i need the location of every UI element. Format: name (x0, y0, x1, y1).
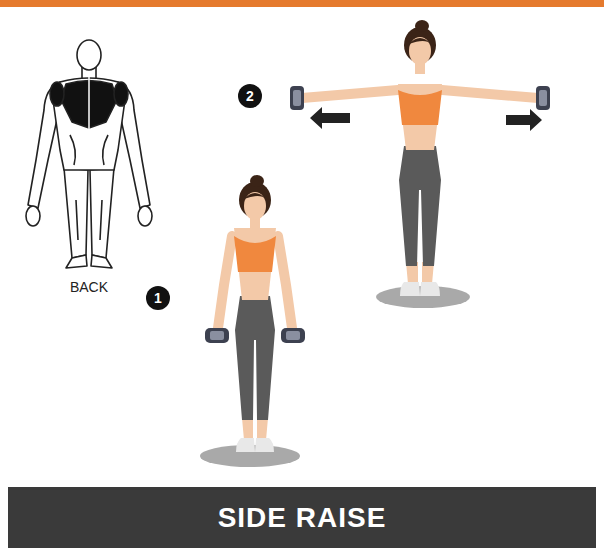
woman-arms-raised-part (409, 38, 431, 44)
woman-arms-raised-part (310, 107, 350, 129)
woman-arms-down-part (234, 228, 276, 300)
woman-arms-down (200, 175, 305, 467)
woman-arms-down-part (281, 328, 305, 343)
muscle-chart-part (88, 72, 90, 168)
woman-arms-raised-part (293, 90, 301, 106)
woman-arms-down-part (278, 236, 292, 328)
badge-circle (146, 286, 170, 310)
muscle-chart-part (138, 206, 152, 226)
woman-arms-down-part (244, 193, 266, 199)
woman-arms-down-part (205, 328, 229, 343)
view-label: BACK (70, 279, 108, 295)
muscle-chart-part (66, 255, 87, 268)
woman-arms-raised-part (409, 37, 431, 65)
title-banner: SIDE RAISE (8, 487, 596, 548)
woman-arms-down-part (244, 192, 266, 220)
muscle-chart-part (50, 82, 64, 106)
woman-arms-raised-part (399, 146, 441, 266)
woman-arms-raised-part (539, 90, 547, 106)
muscle-chart-part (26, 206, 40, 226)
woman-arms-raised-part (400, 282, 440, 296)
woman-arms-down-part (234, 236, 276, 272)
woman-arms-down-part (242, 418, 268, 440)
step-number-badge: 2 (238, 84, 262, 108)
woman-arms-down-part (236, 438, 274, 452)
woman-arms-down-part (210, 331, 224, 340)
step-number-badge: 1 (146, 286, 170, 310)
exercise-title: SIDE RAISE (218, 502, 387, 534)
woman-arms-raised-part (536, 86, 550, 110)
muscle-chart-part (77, 40, 101, 70)
woman-arms-raised-part (290, 86, 304, 110)
woman-arms-raised (290, 20, 550, 308)
woman-arms-down-part (235, 296, 275, 420)
woman-arms-down-part (218, 236, 232, 328)
step-number: 2 (246, 89, 254, 103)
woman-arms-raised-part (398, 90, 442, 125)
muscle-chart (26, 40, 152, 268)
woman-arms-raised-part (415, 20, 429, 32)
badge-circle (238, 84, 262, 108)
muscle-chart-part (91, 255, 112, 268)
woman-arms-down-part (250, 175, 264, 187)
woman-arms-down-part (286, 331, 300, 340)
top-bar (0, 0, 604, 7)
woman-arms-raised-part (302, 90, 398, 98)
woman-arms-raised-part (506, 109, 542, 131)
woman-arms-raised-part (398, 84, 442, 150)
muscle-chart-part (70, 135, 108, 240)
step-number: 1 (154, 291, 162, 305)
muscle-chart-part (114, 82, 128, 106)
woman-arms-raised-part (442, 90, 538, 98)
